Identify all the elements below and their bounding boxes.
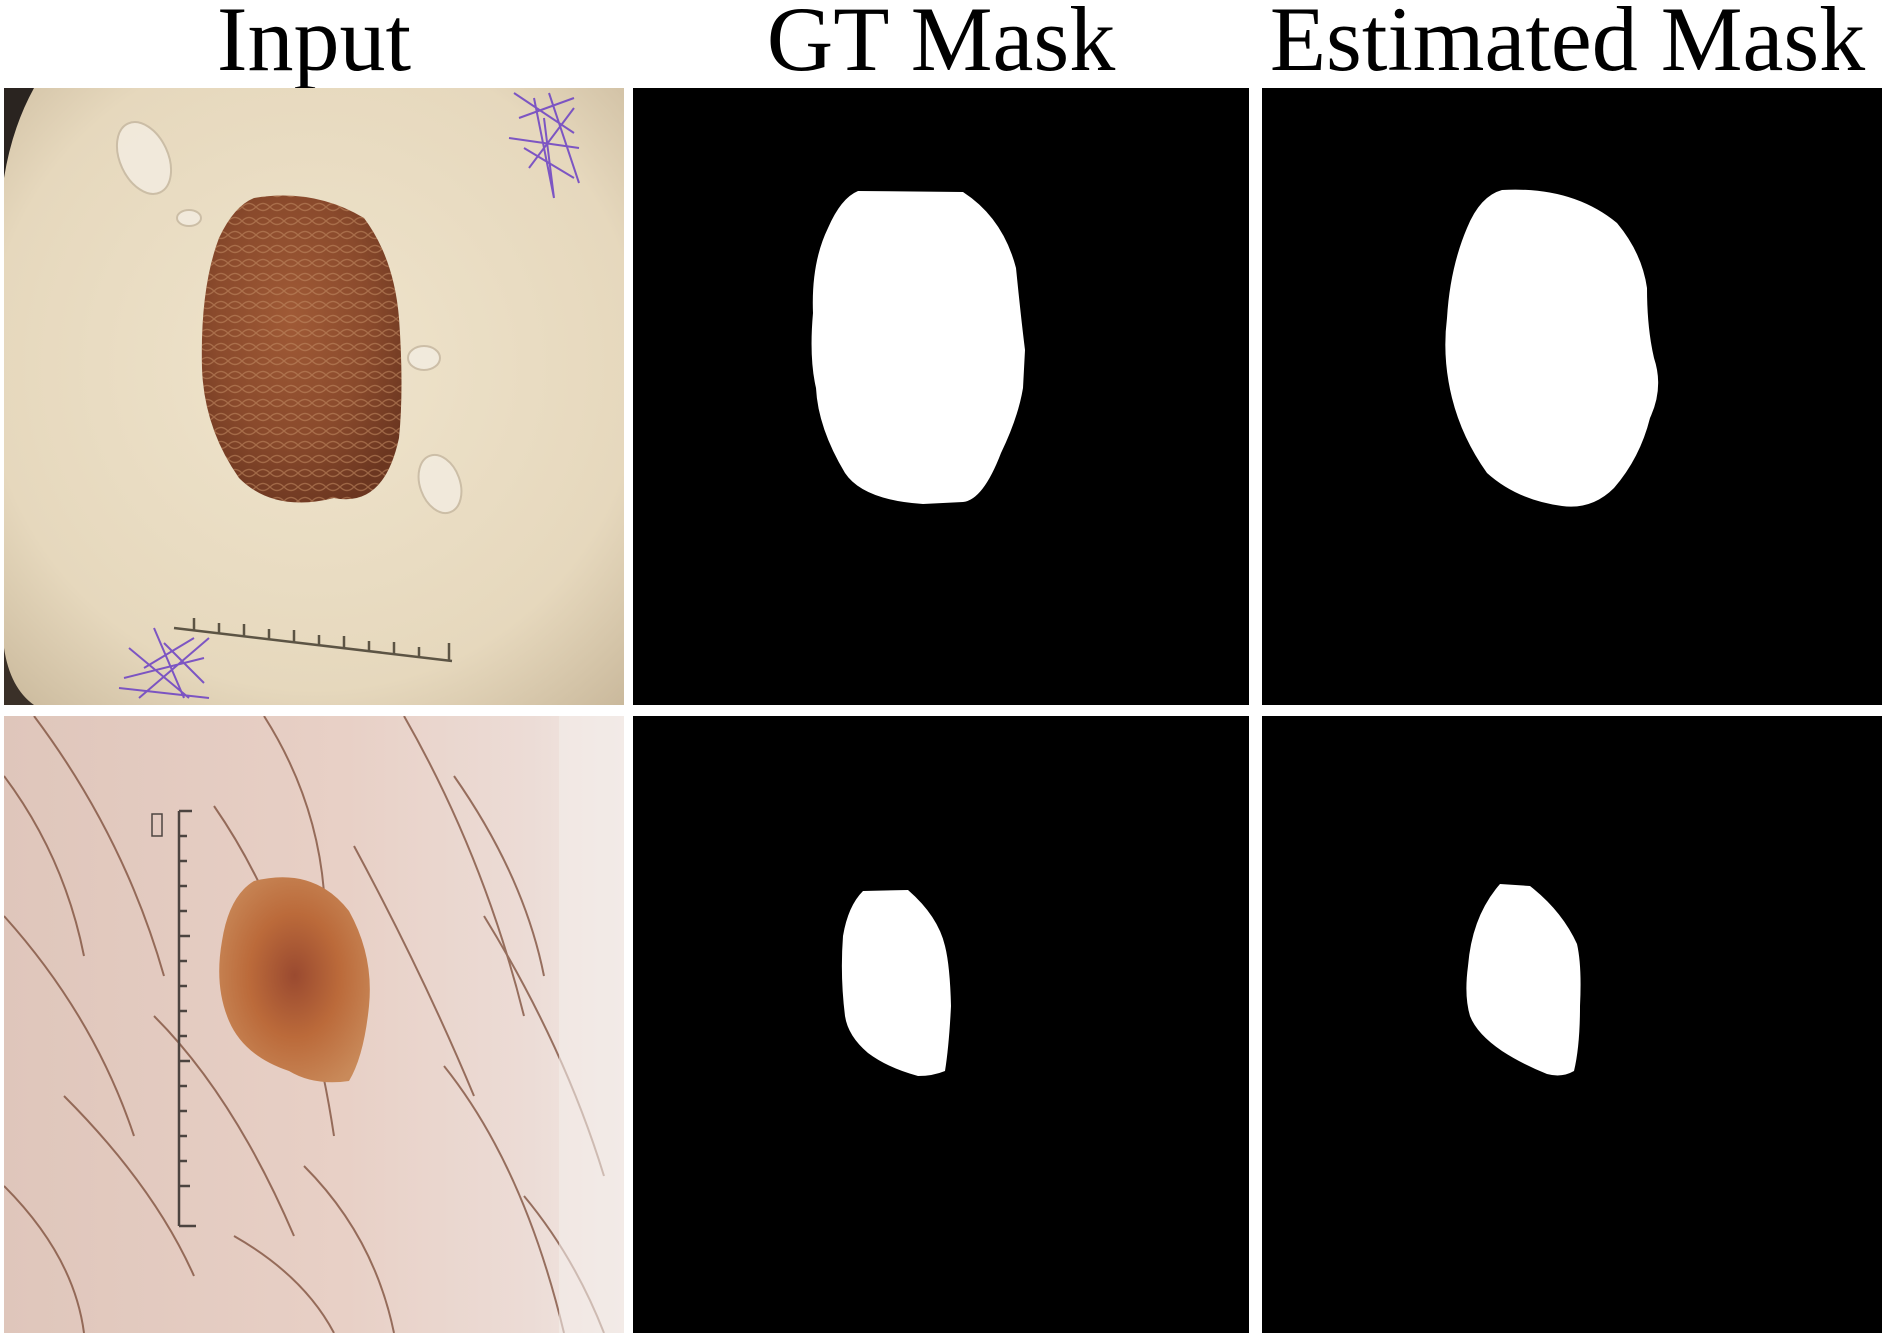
column-title-estimated-mask: Estimated Mask (1269, 0, 1866, 90)
estimated-mask-row-1 (1262, 88, 1882, 705)
column-title-gt-mask: GT Mask (766, 0, 1116, 90)
gt-mask-region (811, 191, 1025, 504)
input-image-row-2 (4, 716, 624, 1333)
ink-mark-bottom-left (118, 627, 210, 699)
skin-lesion-row-2 (219, 877, 370, 1083)
estimated-mask-region (1466, 884, 1581, 1076)
estimated-mask-row-2 (1262, 716, 1882, 1333)
ruler-row-2 (151, 809, 196, 1228)
bubbles (115, 121, 463, 515)
estimated-mask-region (1445, 189, 1659, 507)
gt-mask-row-1 (633, 88, 1249, 705)
gt-mask-region (841, 890, 951, 1076)
gt-mask-row-2 (633, 716, 1249, 1333)
ruler-row-1 (173, 618, 453, 663)
skin-lesion-row-1 (201, 195, 402, 503)
ink-mark-top-right (508, 92, 580, 199)
column-title-input: Input (216, 0, 412, 90)
input-image-row-1 (4, 88, 624, 705)
